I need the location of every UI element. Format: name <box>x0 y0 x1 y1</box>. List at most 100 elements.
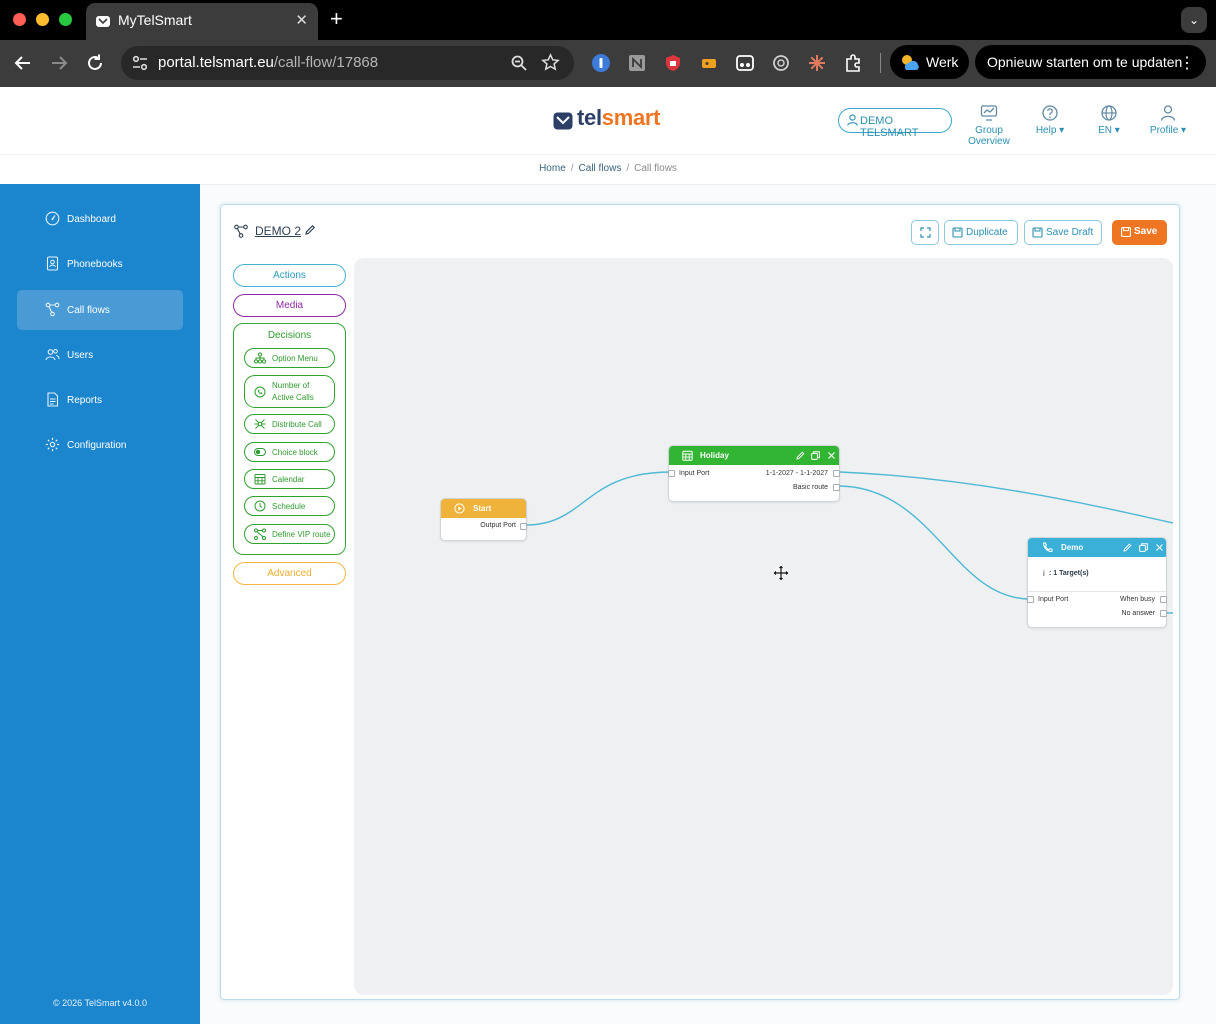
help-menu[interactable]: EN ▾Help ▾ <box>1030 104 1070 136</box>
browser-tab-bar: MyTelSmart ✕ + ⌄ <box>0 0 1216 40</box>
site-settings-icon[interactable] <box>131 54 149 72</box>
edit-pencil-icon[interactable] <box>1123 543 1132 552</box>
phonebook-icon <box>46 256 59 271</box>
node-holiday-range-port[interactable] <box>833 470 840 477</box>
palette-decisions-header[interactable]: Decisions <box>267 330 312 341</box>
reload-icon[interactable] <box>84 52 106 74</box>
node-holiday-input-port[interactable] <box>668 470 675 477</box>
node-start-output-label: Output Port <box>480 522 516 529</box>
sidebar-item-call-flows[interactable]: Call flows <box>17 290 183 330</box>
openai-extension-icon[interactable] <box>771 53 791 73</box>
breadcrumb-call-flows[interactable]: Call flows <box>578 163 622 174</box>
save-button[interactable]: Save <box>1112 220 1167 245</box>
palette-schedule[interactable]: Schedule <box>244 496 335 516</box>
claude-extension-icon[interactable] <box>807 53 827 73</box>
close-icon[interactable] <box>1155 543 1164 552</box>
node-holiday-basic-route-port[interactable] <box>833 484 840 491</box>
flow-icon <box>234 224 248 238</box>
window-minimize-button[interactable] <box>36 13 49 26</box>
globe-icon <box>1101 105 1117 121</box>
edit-pencil-icon[interactable] <box>304 224 316 236</box>
tab-search-button[interactable]: ⌄ <box>1181 7 1207 33</box>
node-demo-header[interactable]: Demo <box>1028 538 1166 557</box>
profile-menu[interactable]: Profile ▾ <box>1145 104 1191 136</box>
tab-title: MyTelSmart <box>118 12 192 28</box>
address-bar[interactable]: portal.telsmart.eu/call-flow/17868 <box>121 46 574 80</box>
update-restart-button[interactable]: Opnieuw starten om te updaten ⋮ <box>975 45 1206 79</box>
palette-choice-block[interactable]: Choice block <box>244 442 335 462</box>
palette-option-menu[interactable]: Option Menu <box>244 348 335 368</box>
active-calls-icon <box>254 386 266 398</box>
browser-tab[interactable]: MyTelSmart ✕ <box>86 3 318 40</box>
node-start[interactable]: Start Output Port <box>440 498 527 541</box>
sidebar-item-phonebooks[interactable]: Phonebooks <box>17 244 183 284</box>
play-circle-icon <box>454 503 465 514</box>
profile-werk-button[interactable]: Werk <box>890 45 969 79</box>
duplicate-button[interactable]: Duplicate <box>944 220 1018 245</box>
user-icon <box>847 114 858 126</box>
window-zoom-button[interactable] <box>59 13 72 26</box>
password-manager-extension-icon[interactable] <box>591 53 611 73</box>
coupon-extension-icon[interactable] <box>699 53 719 73</box>
palette-actions-toggle[interactable]: Actions <box>233 264 346 287</box>
security-extension-icon[interactable] <box>663 53 683 73</box>
sidebar-item-configuration[interactable]: Configuration <box>17 425 183 465</box>
node-start-output-port[interactable] <box>520 523 527 530</box>
account-chip[interactable]: DEMO TELSMART <box>838 108 952 139</box>
palette-media-toggle[interactable]: Media <box>233 294 346 317</box>
node-demo-info-icon: i <box>1043 569 1045 578</box>
node-demo-when-busy-label: When busy <box>1119 596 1155 603</box>
breadcrumb-home[interactable]: Home <box>539 163 566 174</box>
node-holiday[interactable]: Holiday Input Port 1-1-2027 - 1-1-2027 B… <box>668 445 840 502</box>
node-demo[interactable]: Demo i : 1 Target(s) Input Port When bus… <box>1027 537 1167 628</box>
node-holiday-header[interactable]: Holiday <box>669 446 839 465</box>
close-tab-icon[interactable]: ✕ <box>295 12 308 29</box>
node-demo-when-busy-port[interactable] <box>1160 596 1167 603</box>
palette-define-vip-route[interactable]: Define VIP route <box>244 524 335 544</box>
new-tab-button[interactable]: + <box>330 6 343 31</box>
copy-icon[interactable] <box>811 451 820 460</box>
notion-extension-icon[interactable] <box>627 53 647 73</box>
zoom-icon[interactable] <box>510 54 528 72</box>
back-icon[interactable] <box>12 52 34 74</box>
account-chip-label: DEMO TELSMART <box>860 115 919 139</box>
sidebar-item-dashboard[interactable]: Dashboard <box>17 199 183 239</box>
palette-number-of-active-calls[interactable]: Number of Active Calls <box>244 375 335 408</box>
flow-name[interactable]: DEMO 2 <box>255 224 302 238</box>
node-demo-input-port[interactable] <box>1027 596 1034 603</box>
node-holiday-basic-route-label: Basic route <box>792 484 828 491</box>
node-holiday-title: Holiday <box>700 451 729 460</box>
bookmark-star-icon[interactable] <box>541 53 560 72</box>
gear-icon <box>45 437 60 452</box>
extensions-puzzle-icon[interactable] <box>843 53 863 73</box>
connection-holiday-range-out <box>839 471 1173 524</box>
sidebar-item-reports[interactable]: Reports <box>17 380 183 420</box>
floppy-icon <box>1032 227 1043 238</box>
close-icon[interactable] <box>827 451 836 460</box>
node-demo-divider <box>1028 591 1166 592</box>
palette-distribute-call[interactable]: Distribute Call <box>244 414 335 434</box>
toolbar-divider <box>880 53 881 73</box>
breadcrumb: Home/Call flows/Call flows <box>539 163 677 174</box>
palette-advanced-toggle[interactable]: Advanced <box>233 562 346 585</box>
language-menu[interactable]: EN ▾ <box>1091 104 1127 136</box>
forward-icon[interactable] <box>48 52 70 74</box>
node-demo-no-answer-port[interactable] <box>1160 610 1167 617</box>
sidebar-item-users[interactable]: Users <box>17 335 183 375</box>
group-overview-link[interactable]: Group Overview <box>955 104 1023 147</box>
copy-icon[interactable] <box>1139 543 1148 552</box>
browser-menu-icon[interactable]: ⋮ <box>1179 55 1195 72</box>
window-close-button[interactable] <box>13 13 26 26</box>
flow-canvas[interactable]: Start Output Port Holiday Input Port 1-1… <box>354 258 1173 995</box>
node-holiday-input-label: Input Port <box>679 470 710 477</box>
palette-calendar[interactable]: Calendar <box>244 469 335 489</box>
toggle-icon <box>254 448 266 456</box>
connection-holiday-to-demo <box>839 485 1031 600</box>
fullscreen-button[interactable] <box>911 220 939 245</box>
reader-extension-icon[interactable] <box>735 53 755 73</box>
copyright-text: © 2026 TelSmart v4.0.0 <box>52 998 148 1008</box>
save-draft-button[interactable]: Save Draft <box>1024 220 1102 245</box>
node-start-header[interactable]: Start <box>441 499 526 518</box>
edit-pencil-icon[interactable] <box>796 451 805 460</box>
gauge-icon <box>45 211 60 226</box>
